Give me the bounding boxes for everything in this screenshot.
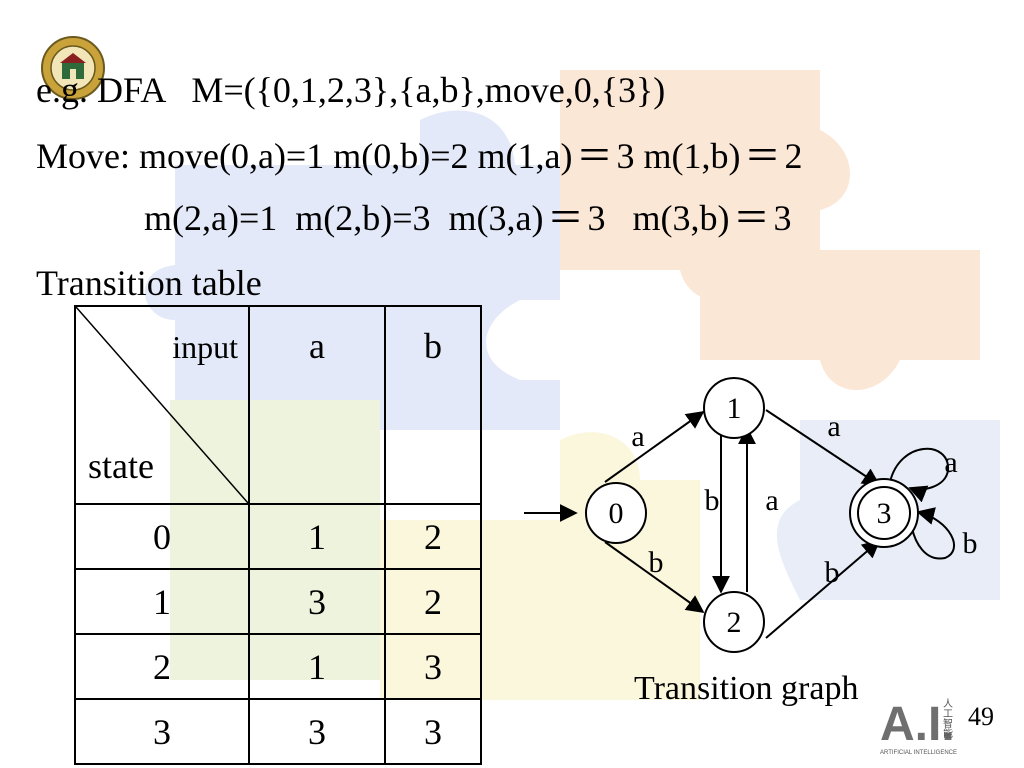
transition-graph: 0 1 2 3 a b a b b a a b [524,377,978,653]
state-2-node [703,591,765,653]
equals-sign: ＝ [547,198,584,238]
header-state-label: state [88,446,154,486]
move-line-1-part-c: 2 [784,136,803,176]
page-number: 49 [968,702,994,731]
row-state-cell: 3 [74,698,250,765]
ai-logo-icon: A.I. 人工智能 ARTIFICIAL INTELLIGENCE [880,698,957,756]
edge-0-2 [604,541,705,614]
table-row: 2 1 3 [74,633,482,700]
table-corner-cell: input state [74,305,250,505]
ai-logo-text: A.I. [880,698,955,751]
state-1-label: 1 [727,392,742,425]
move-line-1-part-a: Move: move(0,a)=1 m(0,b)=2 m(1,a) [36,136,573,176]
move-line-2-part-c: 3 [773,198,792,238]
edge-2-1-label: a [765,484,778,517]
table-row: 0 1 2 [74,503,482,570]
puzzle-piece-orange [560,70,850,300]
state-1-node [703,377,765,439]
edge-0-1-label: a [631,420,644,453]
loop-b-3 [911,507,956,560]
row-state-cell: 1 [74,568,250,635]
row-b-cell: 3 [384,633,482,700]
equals-sign: ＝ [744,136,781,176]
puzzle-piece-orange-2 [700,250,980,390]
university-logo-icon [41,36,105,100]
row-a-cell: 1 [248,633,386,700]
edge-2-3-label: b [825,556,840,589]
move-line-2-part-a: m(2,a)=1 m(2,b)=3 m(3,a) [144,198,544,238]
loop-a-3 [889,447,950,503]
loop-a-label: a [944,446,957,479]
state-3-accept-ring [857,486,911,540]
row-b-cell: 2 [384,568,482,635]
state-2-label: 2 [727,606,742,639]
move-line-1-part-b: 3 m(1,b) [616,136,741,176]
corner-diagonal [76,307,248,503]
equals-sign: ＝ [733,198,770,238]
move-line-2-part-b: 3 m(3,b) [587,198,730,238]
edge-2-3 [765,539,881,639]
edge-1-3-label: a [827,410,840,443]
row-a-cell: 3 [248,568,386,635]
column-header-b: b [384,305,482,505]
row-a-cell: 1 [248,503,386,570]
column-header-a: a [248,305,386,505]
table-row: 3 3 3 [74,698,482,765]
table-row: 1 3 2 [74,568,482,635]
equals-sign: ＝ [576,136,613,176]
ai-logo-chars: 人工智能 [941,698,953,739]
row-b-cell: 3 [384,698,482,765]
edge-0-1 [604,410,705,483]
header-input-label: input [172,329,238,365]
table-title: Transition table [36,263,262,303]
loop-b-label: b [963,527,978,560]
row-a-cell: 3 [248,698,386,765]
transition-table: input state a b 0 1 2 1 3 2 2 1 3 3 3 3 [74,305,482,765]
ai-logo-subtitle: ARTIFICIAL INTELLIGENCE [880,750,957,756]
state-3-label: 3 [877,497,892,530]
state-0-node [585,482,647,544]
edge-1-3 [765,409,881,486]
edge-1-2-label: b [705,484,720,517]
state-3-node [849,478,919,548]
edge-0-2-label: b [649,546,664,579]
graph-caption: Transition graph [634,670,859,707]
dfa-definition: e.g. DFA M=({0,1,2,3},{a,b},move,0,{3}) [36,70,666,110]
row-state-cell: 0 [74,503,250,570]
row-state-cell: 2 [74,633,250,700]
move-line-2: m(2,a)=1 m(2,b)=3 m(3,a)＝3 m(3,b)＝3 [144,200,792,236]
move-line-1: Move: move(0,a)=1 m(0,b)=2 m(1,a)＝3 m(1,… [36,138,802,174]
row-b-cell: 2 [384,503,482,570]
state-0-label: 0 [609,497,624,530]
